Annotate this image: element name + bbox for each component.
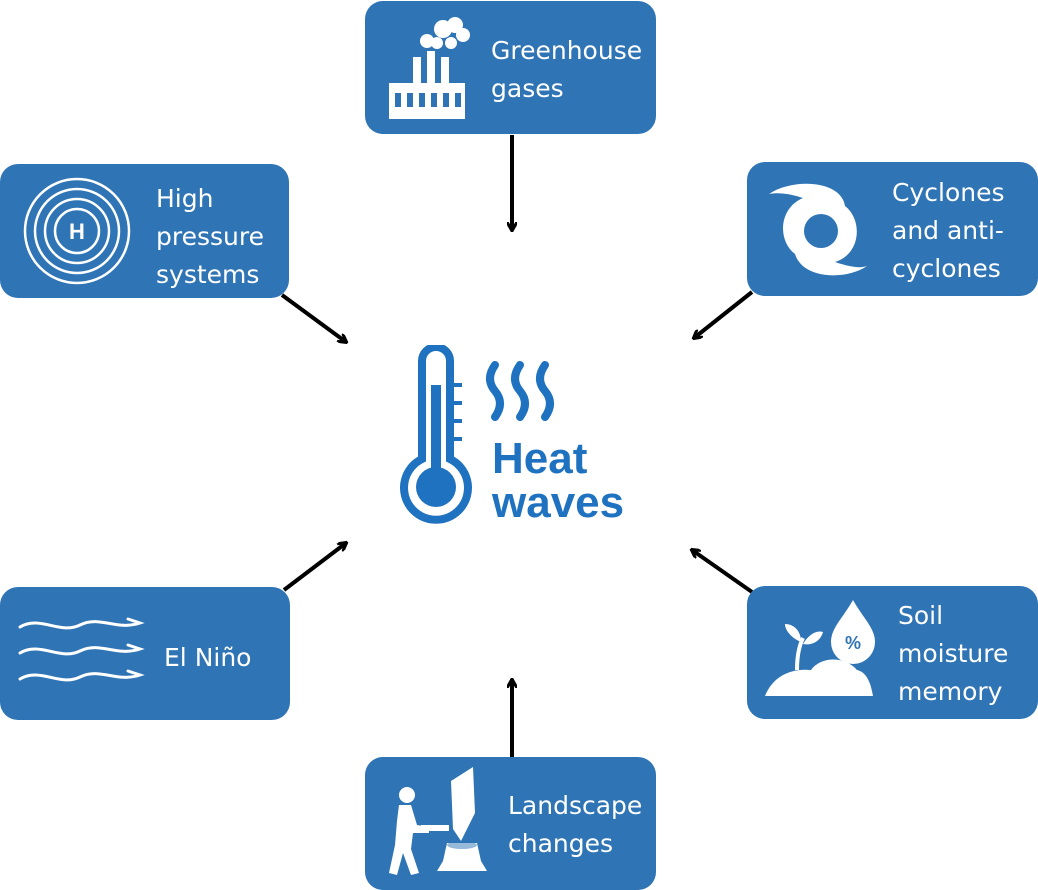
factor-label: High pressure systems: [156, 184, 264, 289]
thermometer-heat-icon: [400, 345, 554, 524]
factor-card-greenhouse: Greenhouse gases: [365, 1, 656, 134]
svg-text:H: H: [69, 219, 85, 244]
high-pressure-icon: H: [23, 177, 131, 285]
arrow-cyclones: [694, 290, 754, 338]
factor-card-soil-moisture: % Soil moisture memory: [747, 586, 1038, 719]
factor-card-el-nino: El Niño: [0, 587, 290, 720]
svg-text:%: %: [845, 633, 861, 653]
factor-card-high-pressure: H High pressure systems: [0, 164, 289, 298]
factor-label: Soil moisture memory: [898, 601, 1009, 706]
factor-label: El Niño: [164, 643, 252, 672]
factor-label: Landscape changes: [508, 791, 643, 858]
arrow-el-nino: [282, 543, 346, 592]
deforestation-icon: [389, 767, 487, 875]
factor-label: Greenhouse gases: [491, 36, 643, 103]
arrow-high-pressure: [280, 293, 346, 342]
factor-card-landscape: Landscape changes: [365, 757, 656, 890]
factory-icon: [389, 17, 470, 119]
heat-waves-center: Heat waves: [400, 345, 660, 535]
arrow-soil-moisture: [692, 550, 754, 594]
factor-card-cyclones: Cyclones and anti- cyclones: [747, 162, 1038, 296]
center-title: Heat waves: [492, 434, 625, 527]
cyclone-icon: [769, 183, 867, 276]
factor-label: Cyclones and anti- cyclones: [892, 178, 1005, 283]
wind-waves-icon: [18, 617, 145, 682]
soil-moisture-icon: %: [765, 600, 875, 696]
